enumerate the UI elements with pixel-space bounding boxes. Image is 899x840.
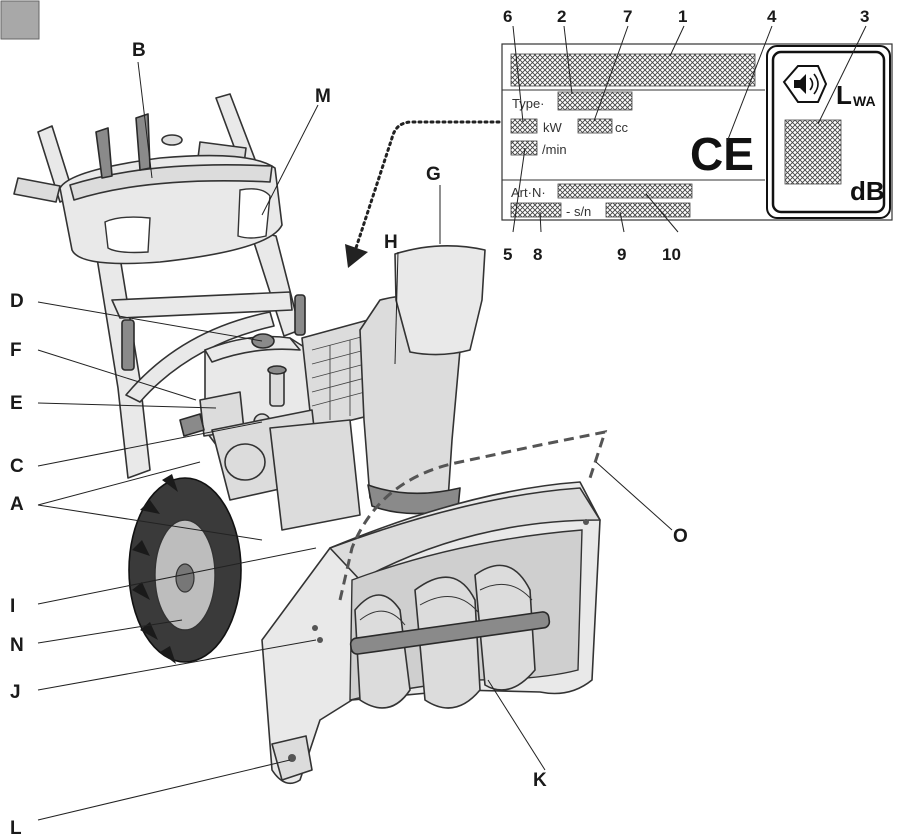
callout-e: E: [10, 393, 23, 414]
plate-sn-label: - s/n: [566, 204, 591, 219]
lwa-subscript: WA: [853, 93, 876, 109]
snow-blower-illustration: [13, 93, 608, 785]
callout-c: C: [10, 456, 24, 477]
rating-plate: Type· kW cc /min Art·N· - s/n CE L WA dB: [501, 7, 893, 264]
augers: [349, 564, 551, 709]
callout-g: G: [426, 164, 441, 185]
plate-pointer-arrow: [354, 120, 507, 250]
plate-cc-label: cc: [615, 120, 629, 135]
plate-num-6: 6: [503, 7, 512, 26]
callout-n: N: [10, 635, 24, 656]
callout-l: L: [10, 818, 22, 839]
plate-kw-label: kW: [543, 120, 563, 135]
callout-j: J: [10, 682, 21, 703]
plate-num-5: 5: [503, 245, 512, 264]
plate-num-3: 3: [860, 7, 869, 26]
plate-pointer-arrowhead: [345, 244, 368, 268]
callout-letters: B M G H D F E C A O I N J K L: [10, 40, 688, 839]
callout-h: H: [384, 232, 398, 253]
ce-mark: CE: [690, 128, 754, 180]
callout-f: F: [10, 340, 22, 361]
speaker-icon: [782, 65, 828, 103]
plate-num-8: 8: [533, 245, 542, 264]
db-label: dB: [850, 176, 885, 206]
callout-k: K: [533, 770, 547, 791]
plate-num-7: 7: [623, 7, 632, 26]
corner-marker: [0, 0, 40, 40]
callout-d: D: [10, 291, 24, 312]
callout-b: B: [132, 40, 146, 61]
plate-num-2: 2: [557, 7, 566, 26]
callout-m: M: [315, 86, 331, 107]
plate-num-1: 1: [678, 7, 687, 26]
plate-num-9: 9: [617, 245, 626, 264]
plate-type-label: Type·: [512, 96, 545, 111]
callout-o: O: [673, 526, 688, 547]
leader-lines: [37, 61, 673, 821]
plate-num-10: 10: [662, 245, 681, 264]
plate-num-4: 4: [767, 7, 777, 26]
plate-art-label: Art·N·: [511, 185, 546, 200]
callout-a: A: [10, 494, 24, 515]
plate-rpm-label: /min: [542, 142, 567, 157]
lwa-letter: L: [836, 80, 852, 110]
callout-i: I: [10, 596, 15, 617]
